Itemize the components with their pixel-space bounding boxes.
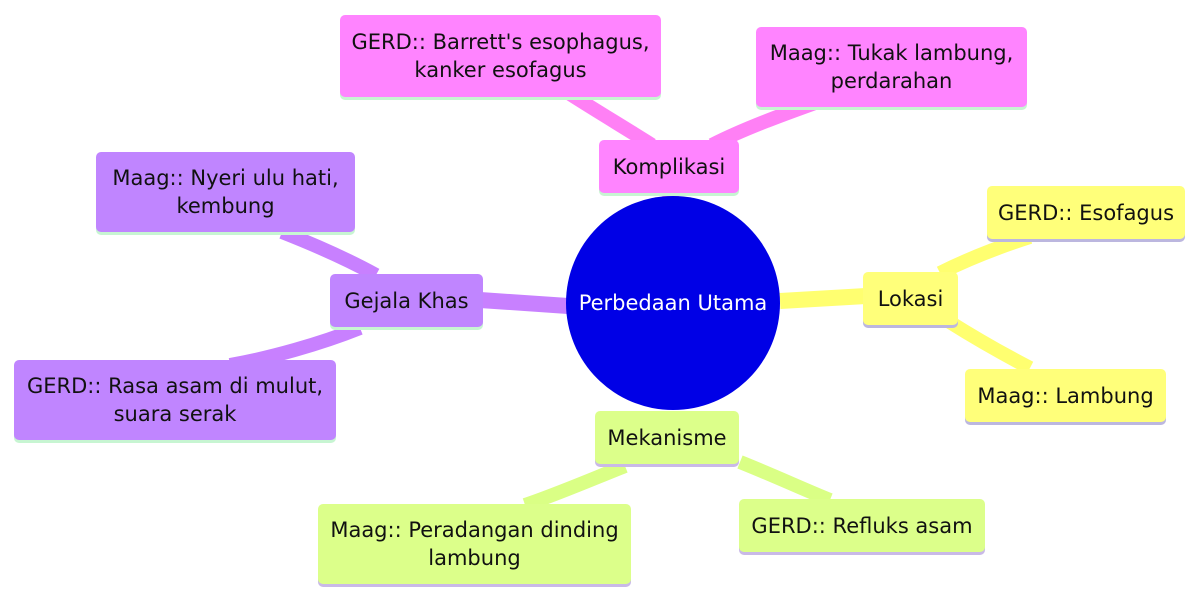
node-mekanisme-maag: Maag:: Peradangan dinding lambung [318, 504, 631, 584]
node-komplikasi-maag: Maag:: Tukak lambung, perdarahan [756, 27, 1027, 107]
edge-gejala-maag [279, 225, 380, 282]
edge-komplikasi-gerd [566, 88, 656, 151]
node-komplikasi-label: Komplikasi [612, 154, 726, 179]
node-mekanisme-maag-label: Maag:: Peradangan dinding lambung [330, 518, 619, 570]
node-lokasi-gerd: GERD:: Esofagus [987, 186, 1185, 239]
node-gejala-maag-label: Maag:: Nyeri ulu hati, kembung [112, 166, 339, 218]
node-mekanisme-gerd-label: GERD:: Refluks asam [751, 513, 973, 538]
node-gejala: Gejala Khas [330, 274, 483, 327]
node-gejala-gerd: GERD:: Rasa asam di mulut, suara serak [14, 360, 336, 440]
node-komplikasi-maag-label: Maag:: Tukak lambung, perdarahan [769, 41, 1014, 93]
node-mekanisme-label: Mekanisme [607, 425, 727, 450]
center-label: Perbedaan Utama [578, 291, 768, 315]
center-node: Perbedaan Utama [566, 196, 780, 410]
node-gejala-label: Gejala Khas [344, 288, 469, 313]
node-lokasi-label: Lokasi [877, 286, 944, 311]
node-lokasi: Lokasi [863, 272, 958, 325]
edge-mekanisme-maag [522, 459, 628, 512]
node-gejala-maag: Maag:: Nyeri ulu hati, kembung [96, 152, 355, 232]
node-mekanisme-gerd: GERD:: Refluks asam [739, 499, 985, 552]
edge-lokasi-gerd [936, 230, 1033, 280]
node-lokasi-maag-label: Maag:: Lambung [977, 383, 1154, 408]
edge-komplikasi-maag [708, 96, 818, 152]
node-lokasi-maag: Maag:: Lambung [965, 369, 1166, 422]
node-komplikasi: Komplikasi [599, 140, 739, 193]
node-mekanisme: Mekanisme [595, 411, 739, 464]
node-gejala-gerd-label: GERD:: Rasa asam di mulut, suara serak [26, 374, 324, 426]
node-komplikasi-gerd: GERD:: Barrett's esophagus, kanker esofa… [340, 15, 661, 97]
edge-lokasi-maag [944, 315, 1034, 375]
edge-center-gejala [479, 292, 569, 314]
node-lokasi-gerd-label: GERD:: Esofagus [997, 200, 1175, 225]
edge-center-lokasi [779, 288, 867, 309]
edge-mekanisme-gerd [737, 455, 833, 507]
node-komplikasi-gerd-label: GERD:: Barrett's esophagus, kanker esofa… [351, 30, 650, 82]
